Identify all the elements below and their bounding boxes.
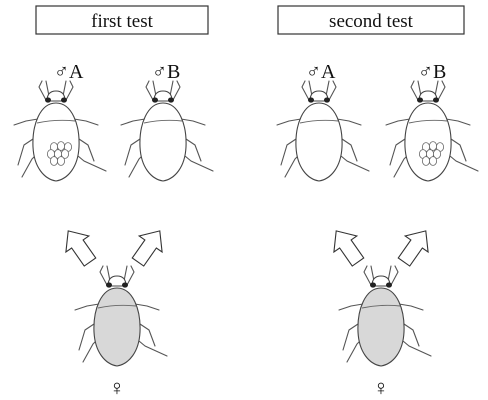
male-a-label: ♂A [306, 61, 336, 83]
female-label: ♀ [373, 375, 390, 400]
female-body [93, 287, 141, 367]
male-b-label: ♂B [418, 61, 446, 83]
male-b-bug [385, 80, 479, 182]
arrow-to-male-b [391, 222, 438, 271]
female-bug [338, 265, 432, 367]
male-b-body [404, 102, 452, 182]
male-b-bug [120, 80, 214, 182]
arrow-to-male-b [125, 222, 172, 271]
male-b-label: ♂B [152, 61, 180, 83]
female-body [357, 287, 405, 367]
female-label: ♀ [109, 375, 126, 400]
arrow-to-male-a [324, 222, 371, 271]
panel-first-test: first test ♂A ♂B ♀ [13, 5, 214, 400]
male-a-bug [276, 80, 370, 182]
male-a-bug [13, 80, 107, 182]
female-bug [74, 265, 168, 367]
title-box [277, 5, 465, 35]
male-b-body [139, 102, 187, 182]
panel-title: second test [329, 11, 414, 32]
panel-second-test: second test ♂A ♂B ♀ [276, 5, 479, 400]
arrow-to-male-a [56, 222, 103, 271]
male-a-body [295, 102, 343, 182]
title-box [35, 5, 209, 35]
male-a-label: ♂A [54, 61, 84, 83]
panel-title: first test [91, 11, 153, 32]
male-a-body [32, 102, 80, 182]
